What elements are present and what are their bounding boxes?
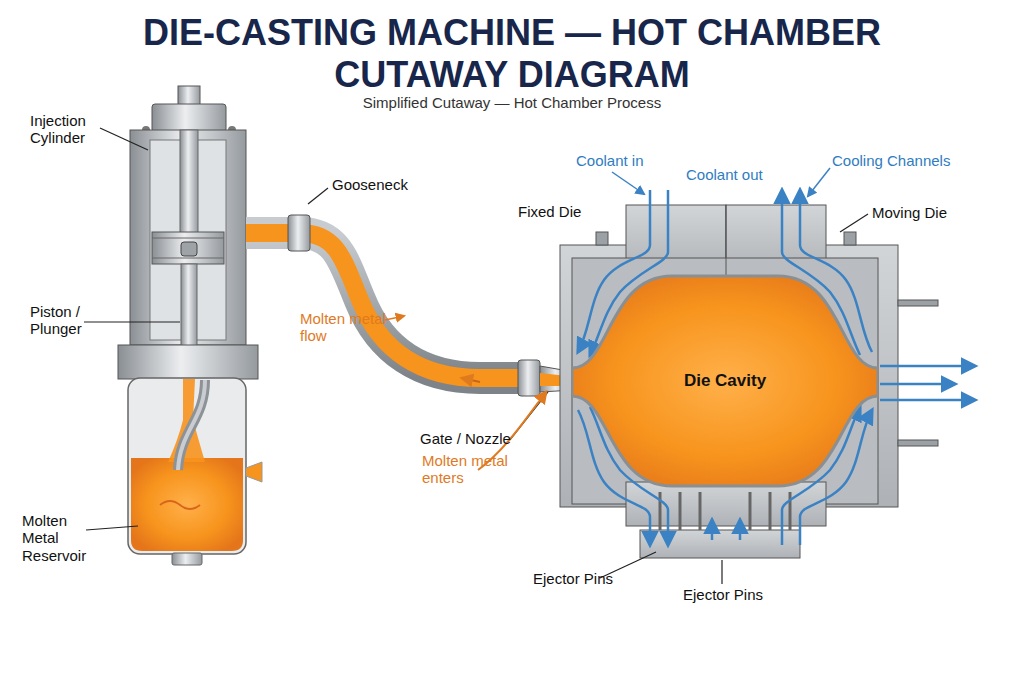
flow-arrow (462, 378, 480, 382)
reservoir-pot (128, 378, 246, 554)
piston-window (181, 242, 197, 256)
gooseneck-metal (246, 233, 526, 378)
part-label: Ejector Pins (533, 570, 643, 587)
leader-line (86, 526, 138, 530)
subtitle: Simplified Cutaway — Hot Chamber Process (312, 94, 712, 111)
coolant-outflow (880, 399, 975, 402)
tie-rod (898, 440, 938, 446)
piston-ring (152, 258, 224, 259)
molten-metal-reservoir (128, 378, 262, 565)
coolant-outflow (880, 365, 975, 368)
internal-gooseneck-highlight (178, 380, 205, 470)
swirl-mark (160, 501, 200, 509)
flow-label: Molten metal enters (422, 452, 522, 487)
part-label: Gooseneck (332, 176, 452, 193)
die-cavity: Die Cavity (572, 268, 878, 494)
cavity-shape (572, 276, 878, 486)
cylinder-flange (118, 345, 258, 379)
flow-label: Molten metal flow (300, 310, 395, 345)
coolant-inflow (739, 520, 742, 540)
parting-line (726, 205, 727, 275)
diagram-title: DIE-CASTING MACHINE — HOT CHAMBER CUTAWA… (142, 12, 882, 96)
ejector-pin (749, 492, 752, 530)
ejector-pin (789, 492, 792, 530)
ejector-plate (640, 530, 800, 558)
piston (152, 232, 224, 264)
part-label: Fixed Die (518, 203, 618, 220)
part-label: Ejector Pins (683, 586, 793, 603)
gooseneck-pipe (246, 233, 526, 378)
tie-rod (898, 300, 938, 306)
coolant-label: Coolant out (686, 166, 786, 183)
ejector-pin (659, 492, 662, 530)
part-label: Gate / Nozzle (420, 430, 540, 447)
part-label: Injection Cylinder (30, 112, 120, 147)
ejector-pin (699, 492, 702, 530)
ejector-pin (769, 492, 772, 530)
leader-line (100, 128, 148, 150)
piston-ring (152, 238, 224, 239)
piston-rod (180, 130, 198, 234)
cylinder-cap (152, 104, 226, 132)
coolant-label: Cooling Channels (832, 152, 982, 169)
gooseneck (246, 215, 576, 396)
nozzle-collar (518, 360, 540, 396)
die-stud (844, 232, 856, 245)
part-label: Molten Metal Reservoir (22, 512, 97, 564)
ejector-pin (679, 492, 682, 530)
part-label: Moving Die (872, 204, 992, 221)
flow-pointer (385, 316, 404, 320)
part-label: Piston / Plunger (30, 303, 110, 338)
injection-cylinder (118, 86, 258, 379)
coolant-inflow (711, 520, 714, 540)
die-stud (596, 232, 608, 245)
reservoir-drain (172, 553, 202, 565)
leader-line (84, 321, 180, 322)
coolant-pointer (808, 168, 830, 196)
reservoir-spout (246, 462, 262, 482)
molten-metal-pool (131, 458, 243, 551)
die-bottom (626, 482, 826, 526)
leader-line (721, 560, 722, 584)
coolant-outflow (880, 383, 955, 386)
gooseneck-collar (288, 215, 310, 251)
coolant-label: Coolant in (576, 152, 676, 169)
coolant-pointer (612, 172, 644, 194)
node-label: Die Cavity (572, 371, 878, 391)
leader-line (840, 214, 868, 232)
leader-line (308, 188, 328, 204)
internal-gooseneck (178, 380, 205, 470)
die-assembly (560, 205, 938, 558)
